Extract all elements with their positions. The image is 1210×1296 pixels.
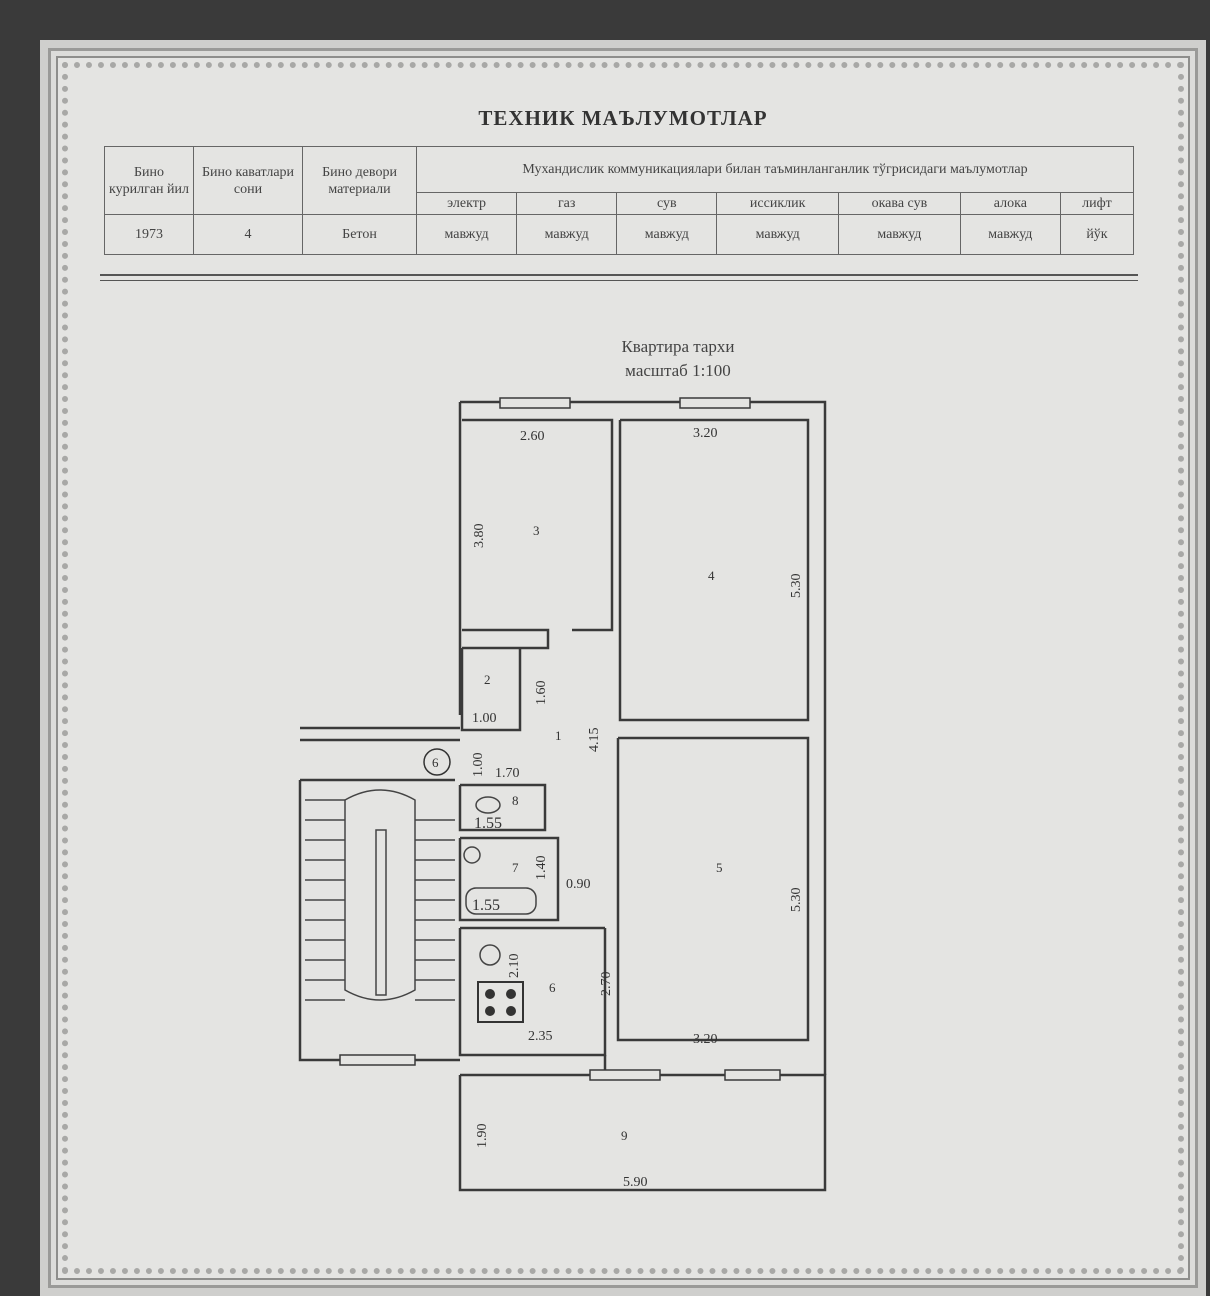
room-number: 8 [512,793,519,808]
dimensions: 2.60 3.20 3.80 5.30 1.60 1.00 4.15 1.00 … [471,426,804,1190]
dimension-label: 2.60 [520,429,545,444]
technical-data-table: Бино курилган йил Бино каватлари сони Би… [104,146,1135,255]
room-number: 4 [708,568,715,583]
separator-line-thin [100,280,1138,281]
dimension-label: 1.60 [534,681,549,706]
plan-title: Квартира тархи [621,337,735,356]
value-wall-material: Бетон [302,214,417,255]
value-elevator: йўк [1059,214,1135,255]
plan-scale: масштаб 1:100 [625,361,731,380]
room-number: 7 [512,860,519,875]
header-build-year: Бино курилган йил [104,146,194,215]
dimension-label: 2.70 [599,972,614,997]
utility-electric: электр [415,192,518,215]
dimension-label: 1.40 [534,856,549,881]
plan-walls [298,400,827,1192]
room-numbers: 1 2 3 4 5 6 7 8 9 6 [432,523,723,1143]
value-sewage: мавжуд [837,214,961,255]
room-number: 5 [716,860,723,875]
dimension-label: 1.00 [471,753,486,778]
dimension-label: 1.55 [474,815,502,832]
room-number: 1 [555,728,562,743]
header-communications: Мухандислик коммуникациялари билан таъми… [416,146,1134,193]
value-build-year: 1973 [104,214,194,255]
utility-elevator: лифт [1059,192,1135,215]
dimension-label: 1.70 [495,766,520,781]
room-number: 2 [484,672,491,687]
dimension-label: 3.80 [472,524,487,549]
room-number: 6 [549,980,556,995]
document-title: ТЕХНИК МАЪЛУМОТЛАР [478,106,768,130]
room-number: 9 [621,1128,628,1143]
dimension-label: 3.20 [693,1032,718,1047]
stove-icon [477,981,524,1023]
room-number: 6 [432,755,439,770]
dimension-label: 4.15 [587,728,602,753]
plan-windows [339,397,781,1081]
dimension-label: 5.30 [789,574,804,599]
dimension-label: 2.10 [507,954,522,979]
header-floor-count: Бино каватлари сони [193,146,303,215]
utility-sewage: окава сув [837,192,961,215]
dimension-label: 5.90 [623,1175,648,1190]
dimension-label: 0.90 [566,877,591,892]
value-heating: мавжуд [716,214,839,255]
room-number: 3 [533,523,540,538]
plumbing-fixtures [463,796,537,966]
value-gas: мавжуд [516,214,618,255]
dimension-label: 3.20 [693,426,718,441]
value-telecom: мавжуд [959,214,1061,255]
value-water: мавжуд [616,214,718,255]
room-6-circle-icon [423,748,451,776]
dimension-label: 5.30 [789,888,804,913]
utility-heating: иссиклик [716,192,839,215]
dimension-label: 2.35 [528,1029,553,1044]
dimension-label: 1.00 [472,711,497,726]
stair-flight [305,789,455,1001]
dimension-label: 1.55 [472,897,500,914]
dimension-label: 1.90 [475,1124,490,1149]
separator-line [100,274,1138,276]
